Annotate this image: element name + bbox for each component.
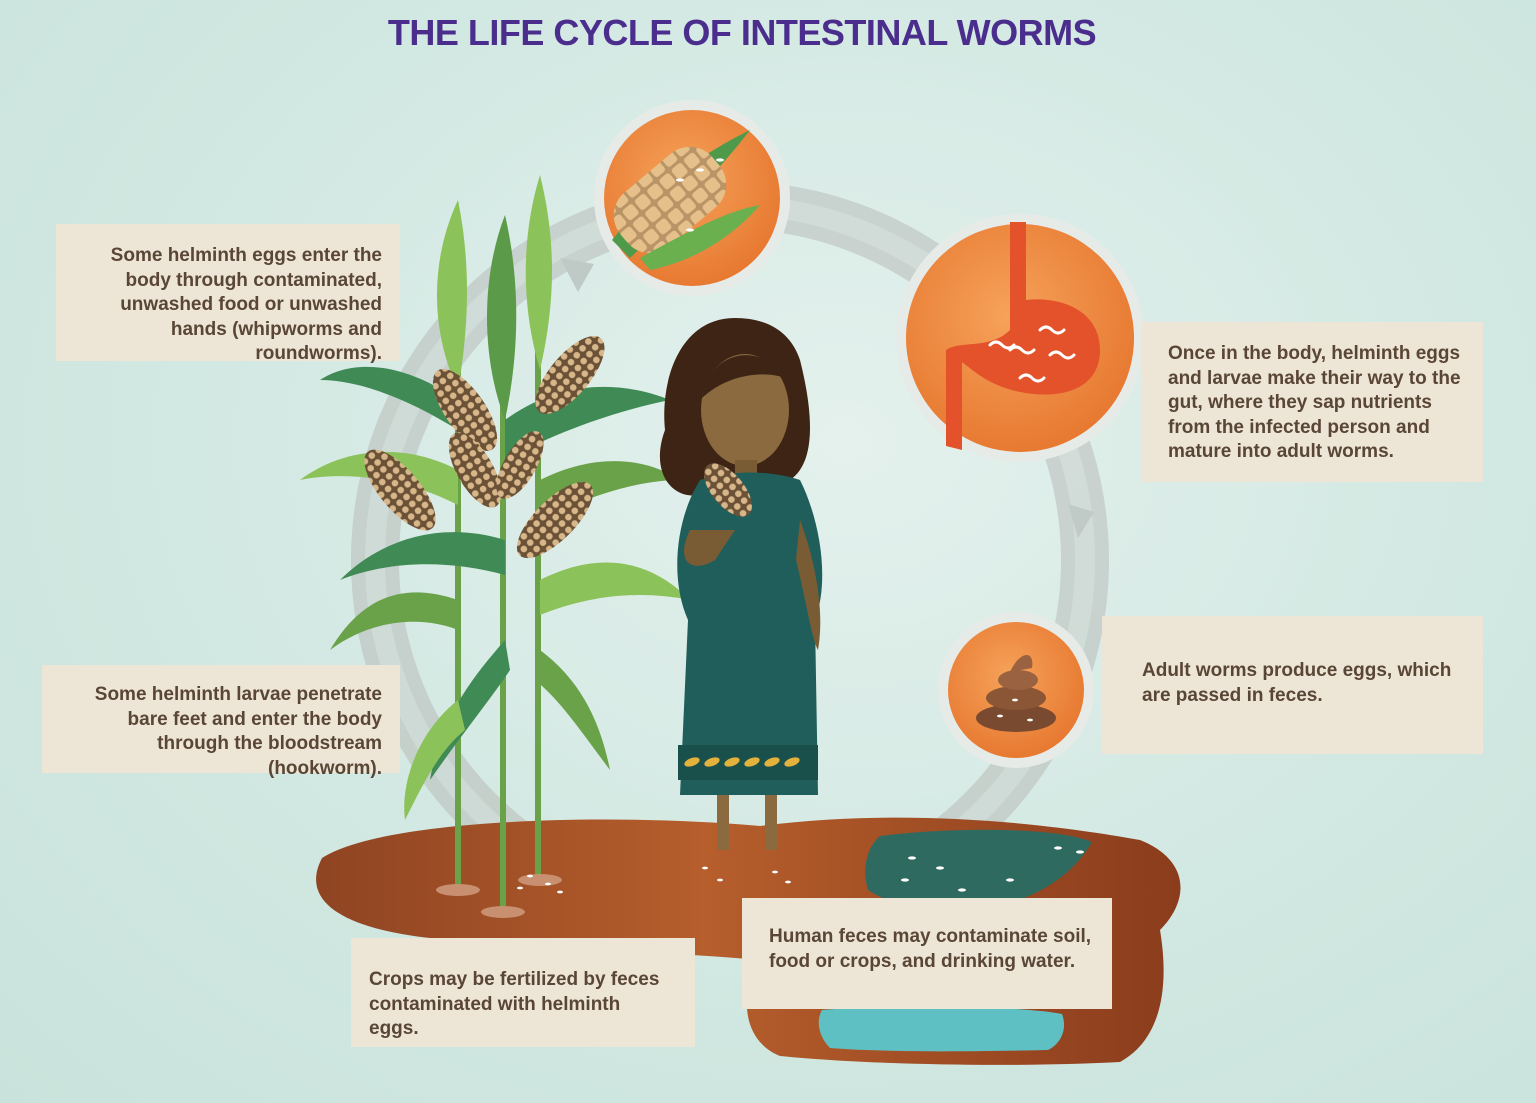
caption-feces: Adult worms produce eggs, which are pass… <box>1102 616 1483 754</box>
caption-gut: Once in the body, helminth eggs and larv… <box>1142 322 1483 482</box>
feces-icon <box>938 612 1094 768</box>
corn-cob-icon <box>594 100 790 296</box>
page-title: THE LIFE CYCLE OF INTESTINAL WORMS <box>387 12 1097 53</box>
caption-crops: Crops may be fertilized by feces contami… <box>351 938 695 1047</box>
caption-ingestion: Some helminth eggs enter the body throug… <box>56 224 400 364</box>
caption-skin-penetration: Some helminth larvae penetrate bare feet… <box>42 665 400 779</box>
stomach-icon <box>896 214 1144 462</box>
caption-contamination: Human feces may contaminate soil, food o… <box>742 898 1112 1009</box>
girl-figure <box>659 318 823 884</box>
corn-plants <box>300 175 690 918</box>
